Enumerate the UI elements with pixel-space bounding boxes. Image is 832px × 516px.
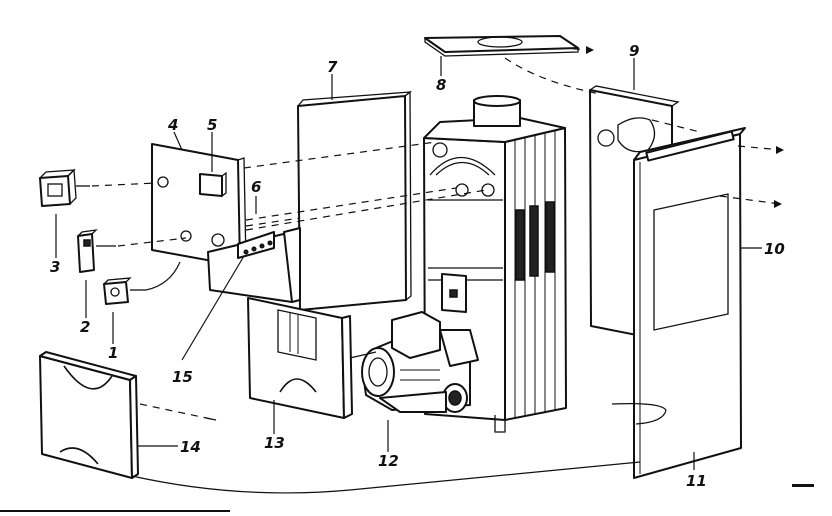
flue-top-plate bbox=[424, 35, 579, 57]
callout-10: 10 bbox=[764, 240, 785, 258]
callout-1: 1 bbox=[108, 344, 118, 362]
callout-9: 9 bbox=[629, 42, 639, 60]
terminal-strip bbox=[237, 231, 275, 259]
front-lower-panel bbox=[247, 297, 353, 419]
callout-4: 4 bbox=[167, 116, 178, 134]
control-2-switch bbox=[77, 229, 116, 273]
right-side-jacket-panel bbox=[633, 127, 746, 479]
control-1-limit bbox=[103, 277, 146, 305]
control-3-thermostat bbox=[39, 168, 90, 207]
callout-12: 12 bbox=[378, 452, 399, 470]
callout-11: 11 bbox=[686, 472, 707, 490]
assembly-lines bbox=[91, 46, 784, 494]
callout-6: 6 bbox=[251, 178, 261, 196]
callout-3: 3 bbox=[50, 258, 60, 276]
edge-marks bbox=[0, 484, 814, 512]
callout-5: 5 bbox=[207, 116, 217, 134]
callout-2: 2 bbox=[80, 318, 90, 336]
callout-7: 7 bbox=[327, 58, 338, 76]
rear-insulation-panel bbox=[297, 90, 413, 311]
callout-labels: 1 2 3 4 5 6 7 8 9 10 11 12 13 14 15 bbox=[50, 42, 785, 490]
callout-leaders bbox=[55, 56, 762, 470]
callout-15: 15 bbox=[172, 368, 193, 386]
callout-13: 13 bbox=[264, 434, 285, 452]
boiler-body bbox=[423, 95, 567, 433]
relay-box bbox=[199, 173, 223, 197]
bottom-front-panel bbox=[39, 351, 139, 479]
oil-burner bbox=[361, 311, 479, 413]
callout-8: 8 bbox=[436, 76, 446, 94]
callout-14: 14 bbox=[180, 438, 201, 456]
